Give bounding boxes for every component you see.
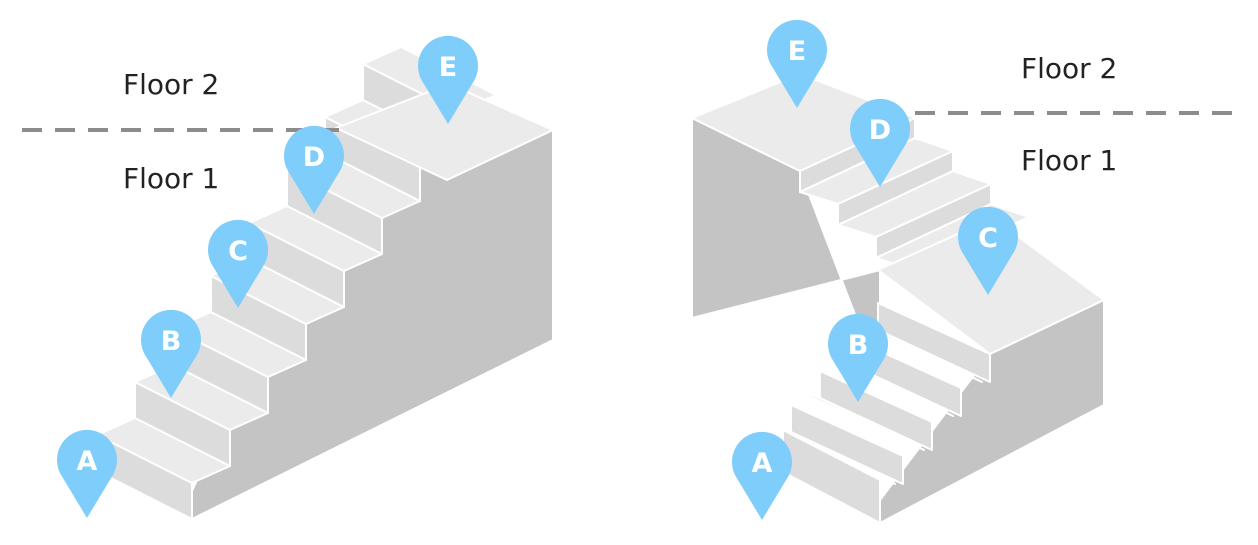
map-pin-icon [732, 431, 792, 520]
left-pin-d: D [284, 125, 345, 214]
right-pin-b: B [828, 313, 888, 402]
left-floor-1-label: Floor 1 [123, 162, 220, 195]
pin-letter: A [752, 448, 773, 479]
right-stair-lower-riser [790, 404, 904, 485]
right-stair-lower-tread [781, 382, 925, 451]
left-floor-2-label: Floor 2 [123, 68, 220, 101]
left-stair-top-platform [335, 83, 554, 181]
pin-letter: D [303, 142, 325, 173]
right-pin-e: E [767, 19, 827, 108]
right-stair-lower-riser [819, 370, 933, 451]
map-pin-icon [957, 206, 1018, 295]
map-pin-icon [56, 429, 117, 518]
right-pin-d: D [850, 98, 911, 187]
pin-letter: B [161, 326, 182, 357]
map-pin-icon [850, 98, 911, 187]
right-floor-2-label: Floor 2 [1021, 52, 1118, 85]
pin-letter: E [788, 36, 806, 67]
left-pin-e: E [418, 35, 479, 124]
map-pin-icon [141, 309, 202, 398]
map-pin-icon [208, 219, 268, 308]
right-pin-c: C [957, 206, 1018, 295]
right-floor-1-label: Floor 1 [1021, 144, 1118, 177]
location-pins: A B C D E A B C D E [56, 19, 1018, 520]
pin-letter: C [978, 223, 998, 254]
pin-letter: B [848, 330, 869, 361]
right-pin-a: A [732, 431, 792, 520]
pin-letter: E [439, 52, 457, 83]
map-pin-icon [418, 35, 479, 124]
pin-letter: D [869, 115, 891, 146]
right-stair-lower-riser [877, 302, 991, 383]
left-pin-c: C [208, 219, 268, 308]
map-pin-icon [767, 19, 827, 108]
pin-letter: C [228, 236, 248, 267]
map-pin-icon [828, 313, 888, 402]
pin-letter: A [77, 446, 98, 477]
left-staircase-straight [96, 46, 554, 520]
map-pin-icon [284, 125, 345, 214]
left-pin-b: B [141, 309, 202, 398]
left-pin-a: A [56, 429, 117, 518]
